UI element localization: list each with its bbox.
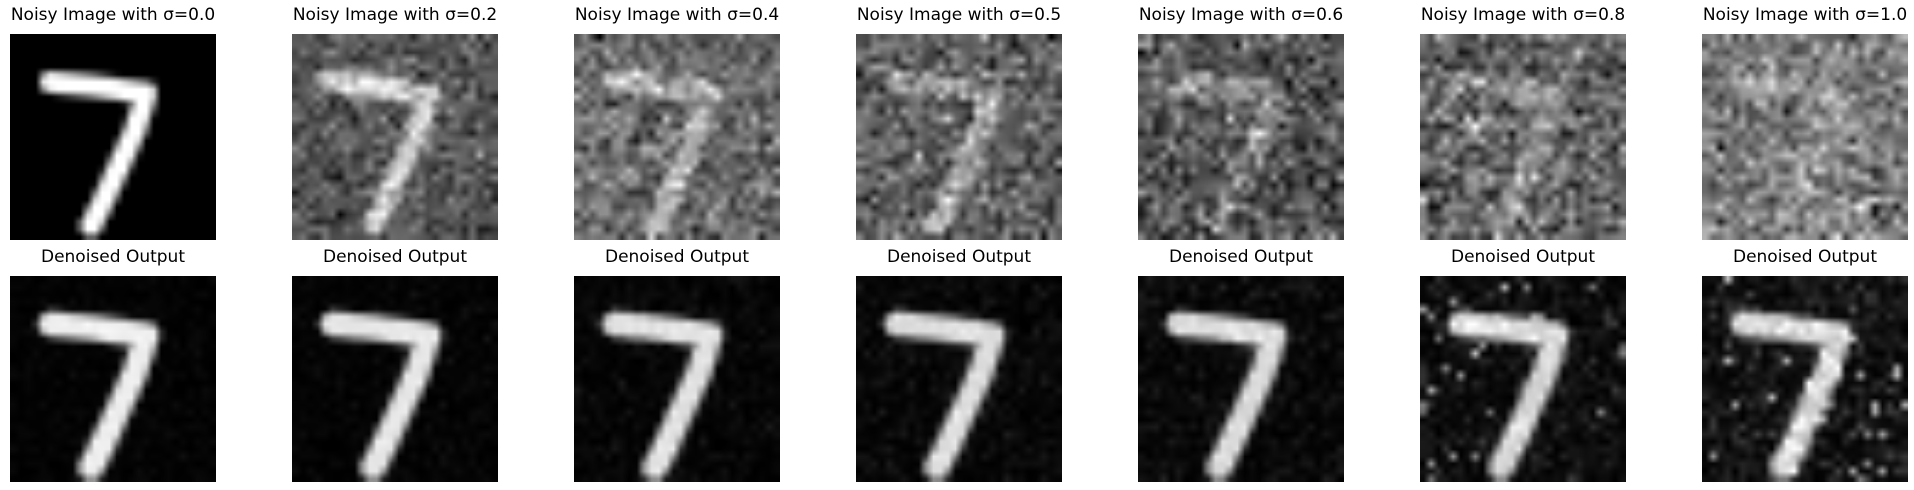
denoised-digit-image	[1138, 276, 1344, 482]
noisy-digit-image	[574, 34, 780, 240]
noisy-digit-image	[1420, 34, 1626, 240]
noisy-panel-title: Noisy Image with σ=0.8	[1420, 5, 1626, 25]
noisy-panel-title: Noisy Image with σ=0.2	[292, 5, 498, 25]
denoised-panel-title: Denoised Output	[322, 247, 467, 267]
denoised-digit-image	[856, 276, 1062, 482]
denoised-digit-image	[292, 276, 498, 482]
denoised-panel-title: Denoised Output	[604, 247, 749, 267]
noisy-digit-image	[10, 34, 216, 240]
denoised-panel-title: Denoised Output	[886, 247, 1031, 267]
noisy-digit-image	[292, 34, 498, 240]
noisy-panel-title: Noisy Image with σ=0.0	[10, 5, 216, 25]
denoised-panel-title: Denoised Output	[1732, 247, 1877, 267]
noisy-panel-title: Noisy Image with σ=0.5	[856, 5, 1062, 25]
denoised-panel-title: Denoised Output	[40, 247, 185, 267]
denoised-digit-image	[1702, 276, 1908, 482]
denoised-digit-image	[10, 276, 216, 482]
noisy-digit-image	[1702, 34, 1908, 240]
noisy-panel-title: Noisy Image with σ=0.4	[574, 5, 780, 25]
denoised-digit-image	[1420, 276, 1626, 482]
noisy-digit-image	[1138, 34, 1344, 240]
denoised-panel-title: Denoised Output	[1168, 247, 1313, 267]
denoised-digit-image	[574, 276, 780, 482]
noisy-panel-title: Noisy Image with σ=1.0	[1702, 5, 1908, 25]
noisy-digit-image	[856, 34, 1062, 240]
noisy-panel-title: Noisy Image with σ=0.6	[1138, 5, 1344, 25]
denoised-panel-title: Denoised Output	[1450, 247, 1595, 267]
